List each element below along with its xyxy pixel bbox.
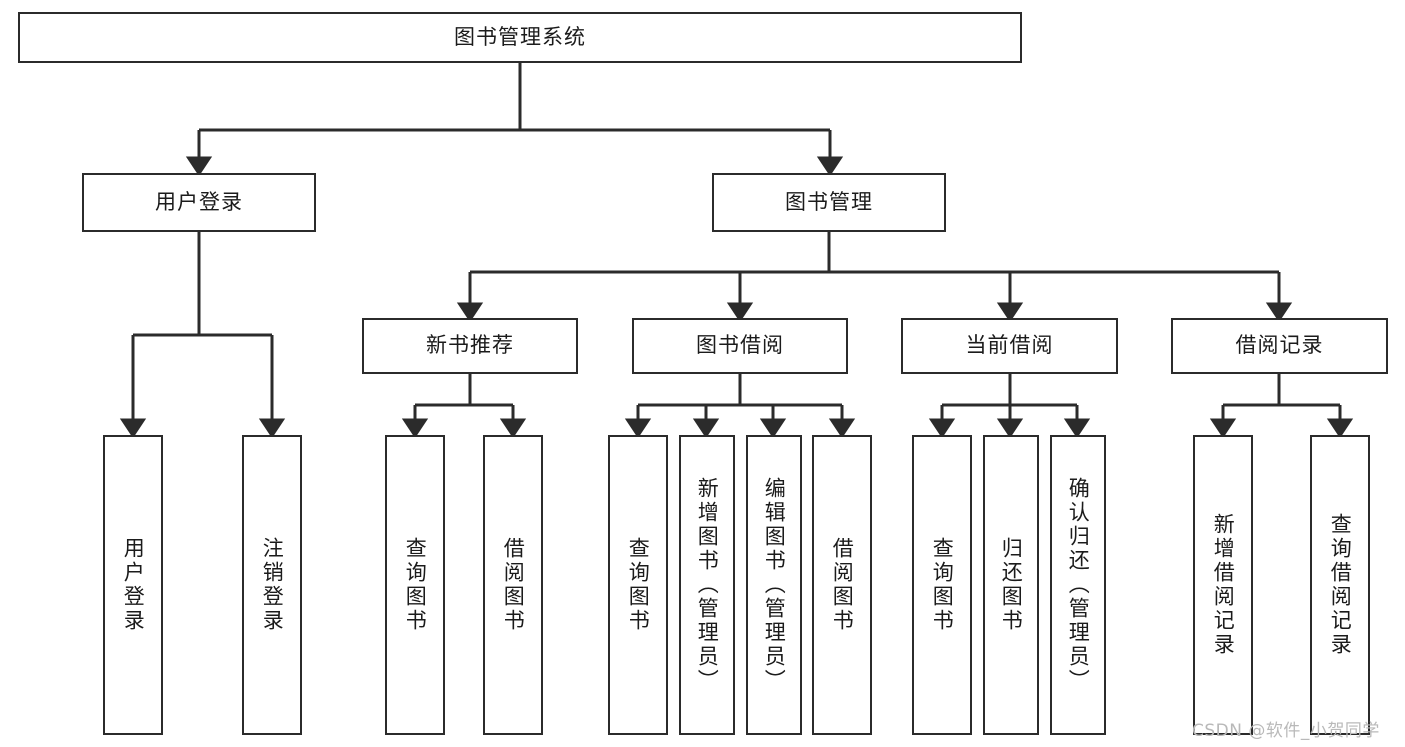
leaf-query-book-1-label: 查询图书 bbox=[403, 537, 428, 633]
leaf-logout[interactable]: 注销登录 bbox=[242, 435, 302, 735]
leaf-query-record-label: 查询借阅记录 bbox=[1328, 513, 1353, 657]
node-new-book-recommend-label: 新书推荐 bbox=[426, 333, 514, 358]
leaf-query-book-1[interactable]: 查询图书 bbox=[385, 435, 445, 735]
leaf-query-book-3-label: 查询图书 bbox=[930, 537, 955, 633]
node-user-login-label: 用户登录 bbox=[155, 189, 243, 214]
node-borrow-record[interactable]: 借阅记录 bbox=[1171, 318, 1388, 374]
leaf-borrow-book-2[interactable]: 借阅图书 bbox=[812, 435, 872, 735]
node-current-borrow-label: 当前借阅 bbox=[965, 333, 1054, 358]
leaf-query-book-2[interactable]: 查询图书 bbox=[608, 435, 668, 735]
leaf-confirm-return[interactable]: 确认归还（管理员） bbox=[1050, 435, 1106, 735]
leaf-user-login-label: 用户登录 bbox=[121, 537, 146, 633]
node-root[interactable]: 图书管理系统 bbox=[18, 12, 1022, 63]
leaf-return-book-label: 归还图书 bbox=[999, 537, 1024, 633]
leaf-logout-label: 注销登录 bbox=[260, 537, 285, 633]
leaf-query-record[interactable]: 查询借阅记录 bbox=[1310, 435, 1370, 735]
leaf-query-book-3[interactable]: 查询图书 bbox=[912, 435, 972, 735]
node-book-borrow[interactable]: 图书借阅 bbox=[632, 318, 848, 374]
node-new-book-recommend[interactable]: 新书推荐 bbox=[362, 318, 578, 374]
node-current-borrow[interactable]: 当前借阅 bbox=[901, 318, 1118, 374]
leaf-borrow-book-2-label: 借阅图书 bbox=[830, 537, 855, 633]
node-user-login[interactable]: 用户登录 bbox=[82, 173, 316, 232]
node-book-manage-label: 图书管理 bbox=[785, 189, 873, 214]
leaf-confirm-return-label: 确认归还（管理员） bbox=[1066, 477, 1091, 693]
node-borrow-record-label: 借阅记录 bbox=[1235, 333, 1324, 358]
leaf-query-book-2-label: 查询图书 bbox=[626, 537, 651, 633]
leaf-add-book-label: 新增图书（管理员） bbox=[695, 477, 720, 693]
node-book-manage[interactable]: 图书管理 bbox=[712, 173, 946, 232]
leaf-add-record[interactable]: 新增借阅记录 bbox=[1193, 435, 1253, 735]
leaf-edit-book-label: 编辑图书（管理员） bbox=[762, 477, 787, 693]
leaf-return-book[interactable]: 归还图书 bbox=[983, 435, 1039, 735]
leaf-borrow-book-1[interactable]: 借阅图书 bbox=[483, 435, 543, 735]
leaf-borrow-book-1-label: 借阅图书 bbox=[501, 537, 526, 633]
node-book-borrow-label: 图书借阅 bbox=[696, 333, 784, 358]
leaf-edit-book[interactable]: 编辑图书（管理员） bbox=[746, 435, 802, 735]
leaf-add-book[interactable]: 新增图书（管理员） bbox=[679, 435, 735, 735]
leaf-add-record-label: 新增借阅记录 bbox=[1211, 513, 1236, 657]
leaf-user-login[interactable]: 用户登录 bbox=[103, 435, 163, 735]
node-root-label: 图书管理系统 bbox=[454, 24, 586, 49]
